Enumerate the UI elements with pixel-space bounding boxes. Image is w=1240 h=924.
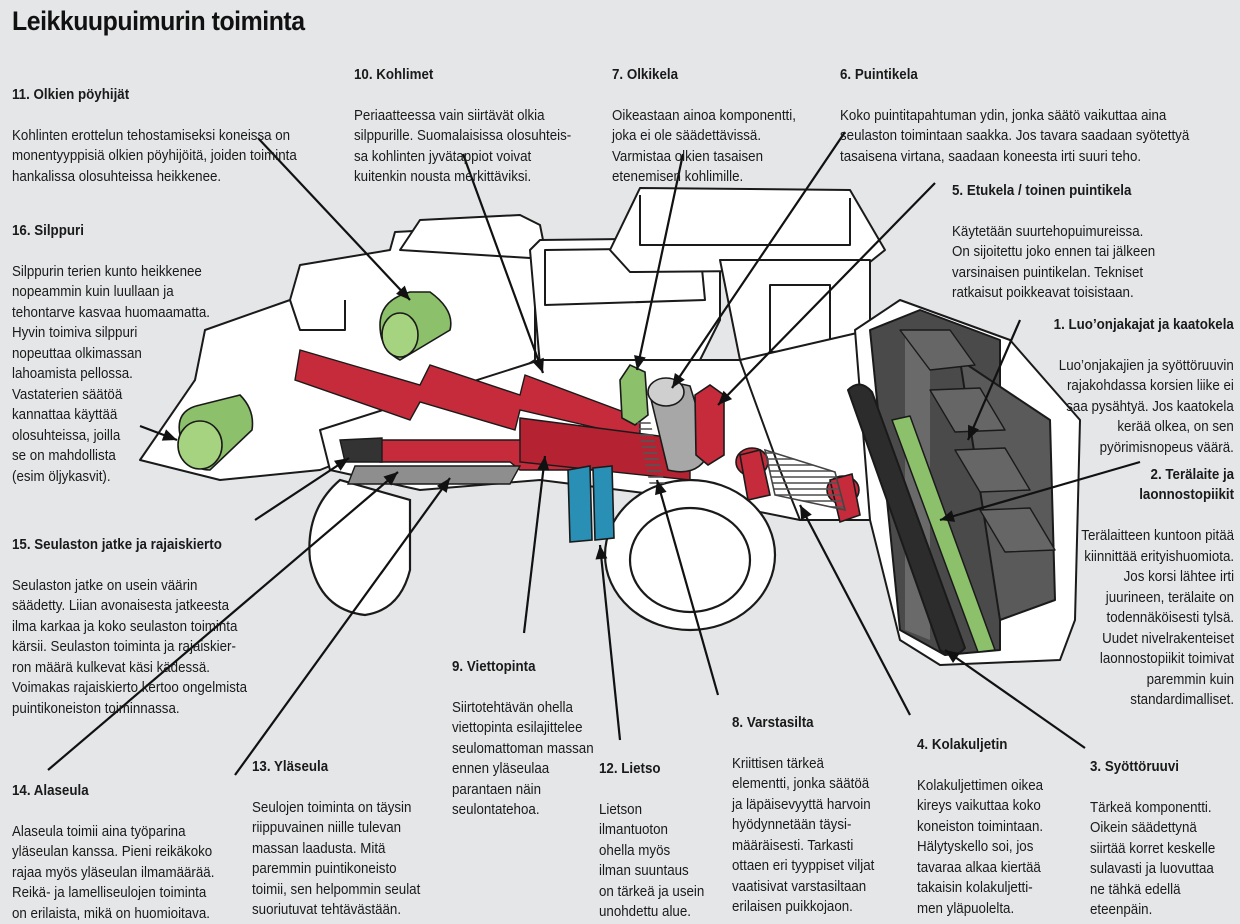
page-title: Leikkuupuimurin toiminta	[12, 6, 305, 36]
green-cylinders	[177, 291, 452, 471]
label-8-body: Kriittisen tärkeä elementti, jonka säätö…	[732, 755, 875, 916]
label-2-teralaite: 2. Terälaite ja laonnostopiikit Terälait…	[1081, 444, 1234, 711]
arrowhead	[595, 545, 608, 560]
label-13-heading: 13. Yläseula	[252, 758, 329, 775]
arrowhead	[436, 478, 450, 493]
arrowhead	[672, 373, 685, 388]
label-15-heading: 15. Seulaston jatke ja rajaiskierto	[12, 536, 222, 553]
label-12-body: Lietson ilmantuoton ohella myös ilman su…	[599, 801, 705, 921]
label-11-body: Kohlinten erottelun tehostamiseksi konei…	[12, 127, 297, 185]
wheels	[308, 478, 777, 632]
arrowhead	[655, 480, 667, 496]
label-5-etukela: 5. Etukela / toinen puintikela Käytetään…	[952, 160, 1155, 304]
label-11-heading: 11. Olkien pöyhijät	[12, 86, 130, 103]
label-8-heading: 8. Varstasilta	[732, 714, 814, 731]
diagram-stage: Leikkuupuimurin toiminta 11. Olkien pöyh…	[12, 6, 1234, 922]
arrowhead	[383, 472, 398, 486]
arrowhead	[161, 429, 177, 441]
label-6-puintikela: 6. Puintikela Koko puintitapahtuman ydin…	[840, 44, 1189, 167]
label-3-heading: 3. Syöttöruuvi	[1090, 758, 1179, 775]
label-7-body: Oikeastaan ainoa komponentti, joka ei ol…	[612, 107, 796, 186]
label-11-olkien-poyhijat: 11. Olkien pöyhijät Kohlinten erottelun …	[12, 64, 297, 187]
label-5-body: Käytetään suurtehopuimureissa. On sijoit…	[952, 223, 1156, 302]
label-6-heading: 6. Puintikela	[840, 66, 918, 83]
arrowhead	[396, 285, 410, 300]
label-14-alaseula: 14. Alaseula Alaseula toimii aina työpar…	[12, 760, 214, 924]
label-16-silppuri: 16. Silppuri Silppurin terien kunto heik…	[12, 200, 210, 487]
combine-harvester-illustration	[47, 131, 1141, 776]
arrowhead	[945, 650, 960, 663]
label-9-viettopinta: 9. Viettopinta Siirtotehtävän ohella vie…	[452, 636, 594, 821]
arrowheads	[161, 285, 980, 663]
arrowhead	[940, 510, 956, 522]
label-4-kolakuljetin: 4. Kolakuljetin Kolakuljettimen oikea ki…	[917, 714, 1043, 919]
label-15-seulaston-jatke: 15. Seulaston jatke ja rajaiskierto Seul…	[12, 514, 247, 719]
label-10-heading: 10. Kohlimet	[354, 66, 434, 83]
label-7-heading: 7. Olkikela	[612, 66, 679, 83]
label-5-heading: 5. Etukela / toinen puintikela	[952, 182, 1132, 199]
label-2-heading: 2. Terälaite ja laonnostopiikit	[1139, 466, 1234, 504]
label-12-heading: 12. Lietso	[599, 760, 661, 777]
header-table	[847, 299, 1081, 666]
label-7-olkikela: 7. Olkikela Oikeastaan ainoa komponentti…	[612, 44, 796, 188]
label-15-body: Seulaston jatke on usein väärin säädetty…	[12, 577, 248, 717]
label-3-syottoruuvi: 3. Syöttöruuvi Tärkeä komponentti. Oikei…	[1090, 736, 1215, 921]
label-1-heading: 1. Luo’onjakajat ja kaatokela	[1053, 316, 1234, 333]
arrowhead	[718, 390, 733, 405]
arrowhead	[800, 505, 812, 521]
label-14-body: Alaseula toimii aina työparina yläseulan…	[12, 823, 215, 922]
arrowhead	[537, 456, 550, 471]
arrowhead	[634, 355, 646, 370]
label-10-body: Periaatteessa vain siirtävät olkia silpp…	[354, 107, 572, 186]
label-6-body: Koko puintitapahtuman ydin, jonka säätö …	[840, 107, 1190, 165]
label-3-body: Tärkeä komponentti. Oikein säädettynä si…	[1090, 799, 1216, 919]
label-14-heading: 14. Alaseula	[12, 782, 89, 799]
label-8-varstasilta: 8. Varstasilta Kriittisen tärkeä element…	[732, 692, 874, 918]
label-9-heading: 9. Viettopinta	[452, 658, 536, 675]
label-16-heading: 16. Silppuri	[12, 222, 84, 239]
label-1-body: Luo’onjakajien ja syöttöruuvin rajakohda…	[1058, 357, 1234, 456]
label-9-body: Siirtotehtävän ohella viettopinta esilaj…	[452, 699, 594, 819]
leader-lines	[47, 131, 1141, 776]
label-10-kohlimet: 10. Kohlimet Periaatteessa vain siirtävä…	[354, 44, 571, 188]
label-13-body: Seulojen toiminta on täysin riippuvainen…	[252, 799, 421, 919]
label-4-body: Kolakuljettimen oikea kireys vaikuttaa k…	[917, 777, 1044, 917]
label-16-body: Silppurin terien kunto heikkenee nopeamm…	[12, 263, 211, 485]
arrowhead	[334, 458, 349, 471]
label-1-luonjakajat: 1. Luo’onjakajat ja kaatokela Luo’onjaka…	[1054, 294, 1234, 458]
arrowhead	[532, 357, 544, 373]
label-12-lietso: 12. Lietso Lietson ilmantuoton ohella my…	[599, 738, 704, 923]
label-2-body: Terälaitteen kuntoon pitää kiinnittää er…	[1081, 528, 1234, 708]
arrowhead	[968, 424, 980, 440]
label-13-ylaseula: 13. Yläseula Seulojen toiminta on täysin…	[252, 736, 420, 921]
label-4-heading: 4. Kolakuljetin	[917, 736, 1008, 753]
